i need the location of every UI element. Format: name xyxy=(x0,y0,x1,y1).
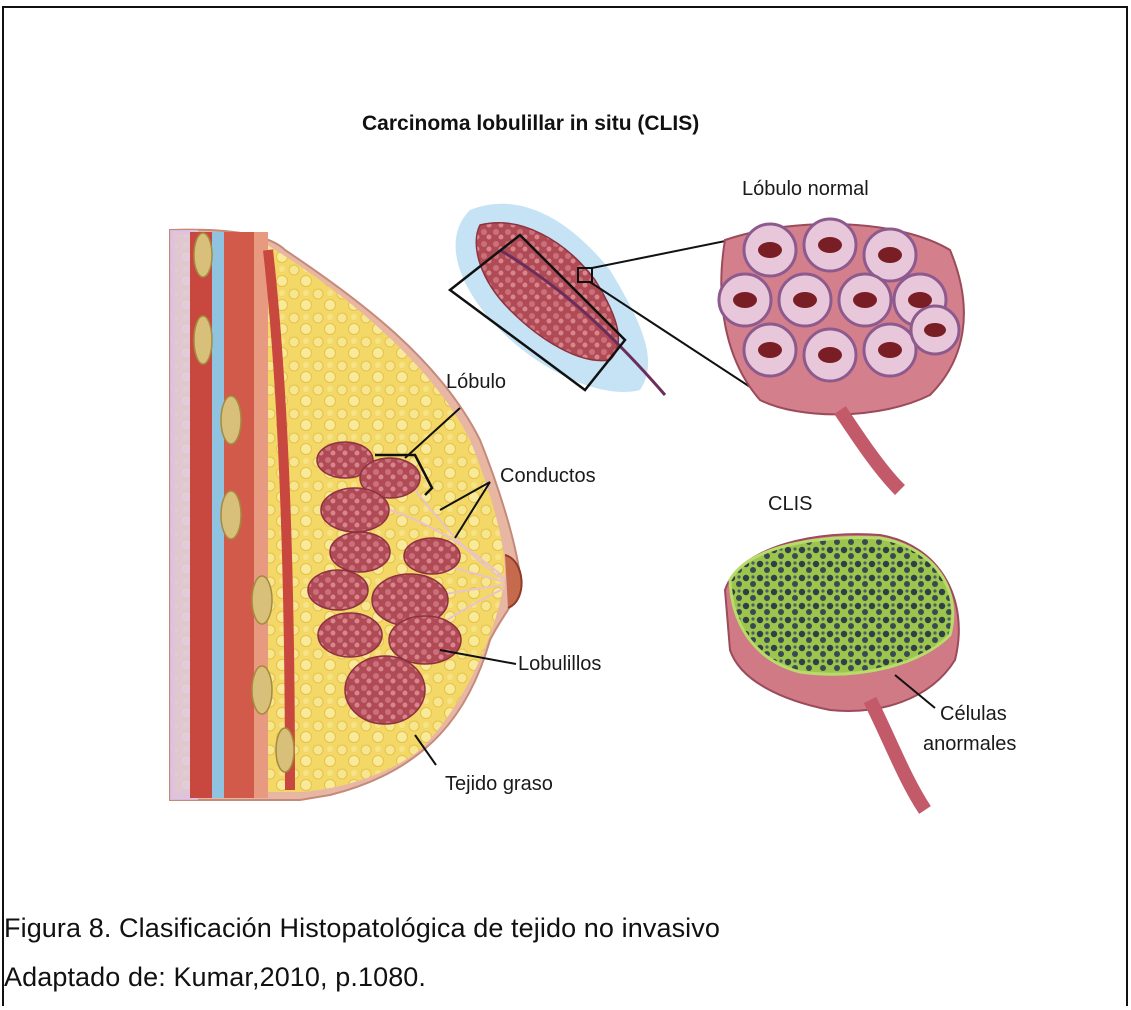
figure-source: Adaptado de: Kumar,2010, p.1080. xyxy=(4,962,426,993)
label-lobulo: Lóbulo xyxy=(446,368,506,396)
label-celulas: Células xyxy=(940,700,1007,728)
clis-lobule xyxy=(725,534,959,810)
figure-caption: Figura 8. Clasificación Histopatológica … xyxy=(4,913,720,944)
label-conductos: Conductos xyxy=(500,462,596,490)
label-tejido-graso: Tejido graso xyxy=(445,770,553,798)
label-lobulillos: Lobulillos xyxy=(518,650,601,678)
label-lobulo-normal: Lóbulo normal xyxy=(742,175,869,203)
label-anormales: anormales xyxy=(923,730,1016,758)
label-clis: CLIS xyxy=(768,490,812,518)
normal-lobule xyxy=(719,219,964,490)
